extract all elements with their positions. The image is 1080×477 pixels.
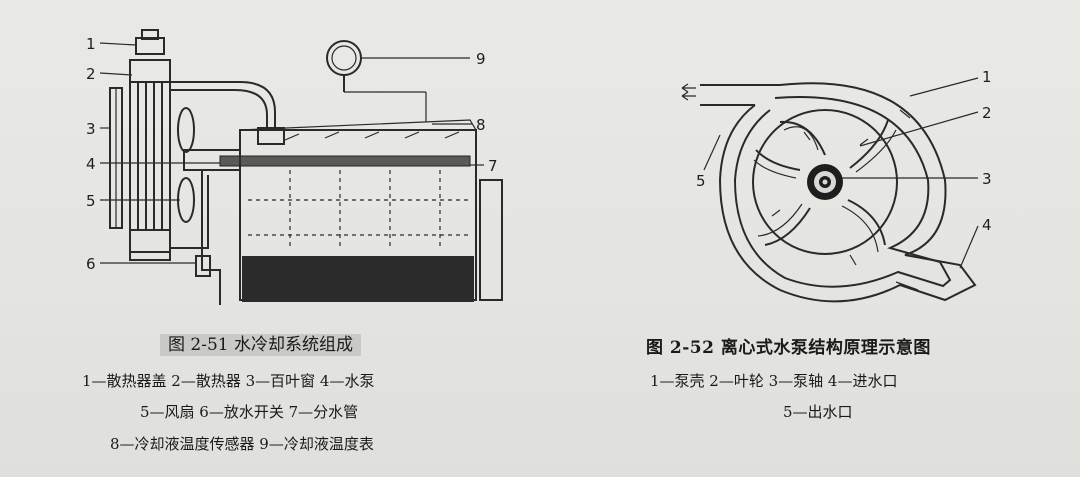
- callout-2: 2: [86, 65, 96, 83]
- callout-7: 7: [488, 157, 498, 175]
- cooling-system-diagram: 1 2 3 4 5 6 7 8 9: [86, 29, 503, 305]
- callout-1: 1: [982, 68, 992, 86]
- callout-6: 6: [86, 255, 96, 273]
- figure-2-52-legend-line: 1—泵壳 2—叶轮 3—泵轴 4—进水口: [650, 372, 898, 390]
- figure-2-52-caption: 图 2-52 离心式水泵结构原理示意图: [646, 338, 931, 358]
- callout-2: 2: [982, 104, 992, 122]
- centrifugal-pump-diagram: 1 2 3 4 5: [681, 68, 992, 303]
- callout-4: 4: [86, 155, 96, 173]
- figure-2-51-legend-line: 8—冷却液温度传感器 9—冷却液温度表: [110, 435, 374, 453]
- callout-5: 5: [86, 192, 96, 210]
- figure-2-51-legend-line: 5—风扇 6—放水开关 7—分水管: [140, 403, 359, 421]
- figure-2-52-legend-line: 5—出水口: [783, 403, 853, 421]
- callout-3: 3: [982, 170, 992, 188]
- figure-2-51-caption: 图 2-51 水冷却系统组成: [160, 330, 361, 356]
- callout-9: 9: [476, 50, 486, 68]
- callout-4: 4: [982, 216, 992, 234]
- figure-2-51-legend-line: 1—散热器盖 2—散热器 3—百叶窗 4—水泵: [82, 372, 375, 390]
- callout-8: 8: [476, 116, 486, 134]
- caption-text: 图 2-51 水冷却系统组成: [160, 334, 361, 356]
- callout-3: 3: [86, 120, 96, 138]
- callout-1: 1: [86, 35, 96, 53]
- callout-5: 5: [696, 172, 706, 190]
